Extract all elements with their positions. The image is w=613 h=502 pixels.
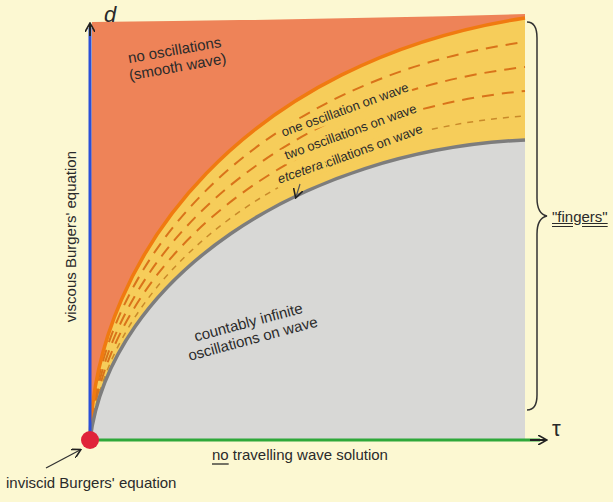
point-label: inviscid Burgers' equation bbox=[6, 474, 176, 491]
y-axis-arrow bbox=[89, 24, 91, 36]
axis-label: τ bbox=[552, 416, 561, 441]
etcetera-arrow bbox=[296, 184, 300, 197]
curly-bracket bbox=[527, 22, 547, 410]
dashed-boundary bbox=[90, 116, 525, 440]
pointer-arrow bbox=[46, 450, 80, 468]
x-axis-arrow bbox=[530, 439, 546, 441]
y-axis bbox=[89, 28, 92, 440]
dashed-boundary bbox=[90, 67, 525, 440]
smooth-region bbox=[90, 14, 525, 440]
fingers-band bbox=[90, 18, 525, 440]
orange-boundary bbox=[90, 18, 525, 440]
axis-label: d bbox=[104, 2, 116, 27]
x-axis bbox=[90, 439, 540, 442]
infinite-region bbox=[90, 140, 525, 440]
dashed-boundary bbox=[90, 91, 525, 440]
axis-caption: viscous Burgers' equation bbox=[62, 151, 79, 322]
grey-boundary bbox=[90, 140, 525, 440]
origin-dot bbox=[81, 431, 99, 449]
bracket-label: "fingers" bbox=[552, 208, 608, 225]
word-underline bbox=[212, 463, 229, 464]
dashed-boundary bbox=[90, 42, 525, 440]
axis-caption: no travelling wave solution bbox=[212, 446, 388, 463]
